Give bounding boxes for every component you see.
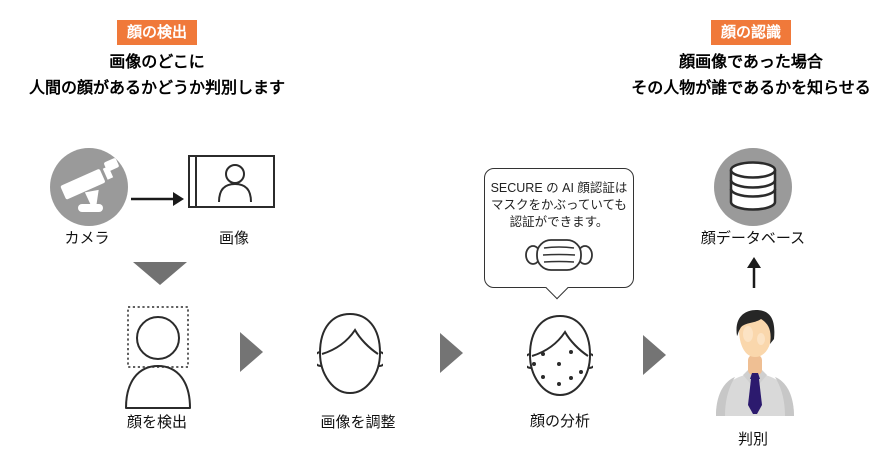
- camera-label: カメラ: [64, 230, 110, 247]
- image-card-front: [195, 155, 275, 208]
- recognition-badge: 顔の認識: [710, 20, 791, 45]
- bubble-line2: マスクをかぶっていても: [491, 198, 627, 212]
- play-triangle-icon-2: [440, 333, 463, 373]
- businessman-avatar-icon: [716, 310, 794, 416]
- right-arrow-icon: [131, 192, 184, 206]
- face-in-dotted-box-icon: [125, 306, 191, 409]
- database-cylinder-icon: [729, 161, 777, 211]
- database-label: 顔データベース: [700, 230, 806, 247]
- up-arrow-icon: [747, 257, 761, 288]
- image-stack: [188, 155, 278, 218]
- bubble-line3: 認証ができます。: [509, 215, 609, 229]
- judge-label: 判別: [737, 431, 768, 448]
- image-label: 画像: [218, 230, 249, 247]
- camera-circle: [50, 148, 128, 226]
- speech-bubble: SECURE の AI 顔認証は マスクをかぶっていても 認証ができます。: [484, 168, 634, 299]
- adjust-label: 画像を調整: [320, 414, 396, 431]
- person-silhouette-icon: [218, 163, 252, 202]
- face-outline-icon: [317, 312, 383, 395]
- database-circle: [714, 148, 792, 226]
- detection-line1: 画像のどこに: [109, 54, 205, 71]
- recognition-header: 顔の認識 顔画像であった場合 その人物が誰であるかを知らせる: [612, 20, 888, 102]
- bubble-tail: [545, 276, 569, 299]
- detection-badge: 顔の検出: [116, 20, 197, 45]
- recognition-line2: その人物が誰であるかを知らせる: [631, 80, 871, 97]
- cctv-camera-icon: [60, 158, 119, 212]
- detect-label: 顔を検出: [126, 414, 187, 431]
- detection-header: 顔の検出 画像のどこに 人間の顔があるかどうか判別します: [18, 20, 296, 102]
- play-triangle-icon-3: [643, 335, 666, 375]
- recognition-line1: 顔画像であった場合: [679, 54, 823, 71]
- bubble-line1: SECURE の AI 顔認証は: [490, 181, 628, 195]
- face-mask-icon: [525, 239, 593, 271]
- down-triangle-icon: [133, 262, 187, 285]
- analysis-label: 顔の分析: [529, 413, 590, 430]
- play-triangle-icon-1: [240, 332, 263, 372]
- detection-line2: 人間の顔があるかどうか判別します: [28, 80, 285, 97]
- face-with-landmark-dots-icon: [527, 314, 593, 397]
